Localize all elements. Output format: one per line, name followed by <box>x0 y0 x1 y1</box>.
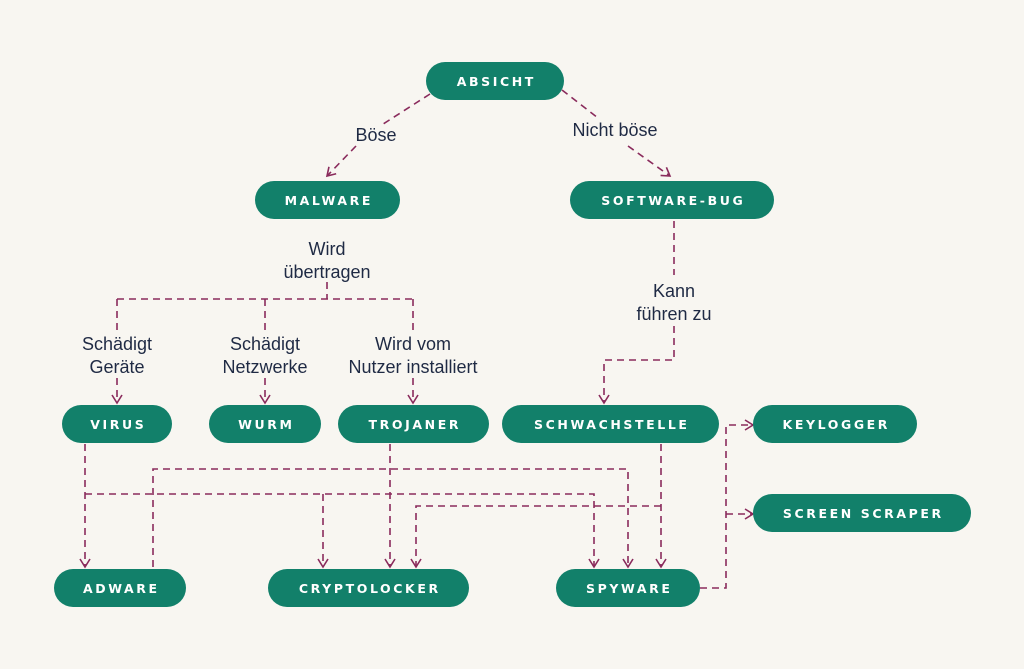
label-schaedigt-geraete-line2: Geräte <box>89 357 145 377</box>
node-trojaner: TROJANER <box>338 405 489 443</box>
label-wird-uebertragen-line2: übertragen <box>283 262 371 282</box>
label-schaedigt-netzwerke-line2: Netzwerke <box>222 357 308 377</box>
label-wird-uebertragen-line1: Wird <box>308 239 346 259</box>
edge-absicht-malware <box>379 93 431 127</box>
node-absicht: ABSICHT <box>426 62 564 100</box>
label-schaedigt-netzwerke: Schädigt Netzwerke <box>222 333 307 379</box>
label-kann-fuehren-line2: führen zu <box>636 304 712 324</box>
edge-absicht-malware-arrow <box>325 145 357 178</box>
edge-absicht-softwarebug-arrow <box>627 145 672 177</box>
node-malware: MALWARE <box>255 181 400 219</box>
label-boese: Böse <box>355 125 397 145</box>
edge-absicht-softwarebug <box>561 89 599 119</box>
label-nutzer-installiert: Wird vom Nutzer installiert <box>348 333 477 379</box>
label-nicht-boese: Nicht böse <box>572 120 658 140</box>
edge-malware-branch <box>117 282 413 300</box>
node-schwachstelle: SCHWACHSTELLE <box>502 405 719 443</box>
edge-softwarebug-schwachstelle <box>604 221 675 403</box>
node-cryptolocker: CRYPTOLOCKER <box>268 569 469 607</box>
node-wurm: WURM <box>209 405 321 443</box>
edge-schwachstelle-cryptolocker <box>410 505 661 569</box>
node-software-bug: SOFTWARE-BUG <box>570 181 774 219</box>
label-nutzer-installiert-line2: Nutzer installiert <box>348 357 478 377</box>
label-schaedigt-geraete-line1: Schädigt <box>81 334 153 354</box>
label-kann-fuehren-line1: Kann <box>652 281 696 301</box>
node-spyware: SPYWARE <box>556 569 700 607</box>
label-schaedigt-geraete: Schädigt Geräte <box>82 333 152 379</box>
node-virus: VIRUS <box>62 405 172 443</box>
label-wird-uebertragen: Wird übertragen <box>283 238 370 284</box>
edge-trojaner-adware <box>152 468 634 569</box>
label-kann-fuehren-zu: Kann führen zu <box>636 280 711 326</box>
edge-virus-spyware <box>85 493 600 569</box>
edge-spyware-keylogger <box>700 419 755 589</box>
node-adware: ADWARE <box>54 569 186 607</box>
label-schaedigt-netzwerke-line1: Schädigt <box>229 334 301 354</box>
node-screen-scraper: SCREEN SCRAPER <box>753 494 971 532</box>
node-keylogger: KEYLOGGER <box>753 405 917 443</box>
label-nutzer-installiert-line1: Wird vom <box>374 334 451 354</box>
